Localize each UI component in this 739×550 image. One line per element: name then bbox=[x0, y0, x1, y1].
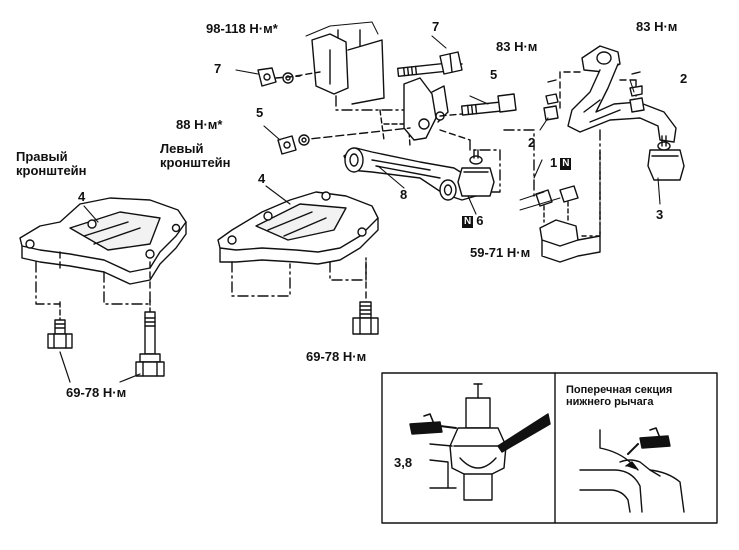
torque-69-78-left-label: 69-78 Н·м bbox=[66, 385, 127, 400]
new-part-badge-6: N bbox=[462, 216, 474, 228]
torque-83-right-label: 83 Н·м bbox=[636, 19, 678, 34]
upper-arm-3-drawing bbox=[559, 45, 685, 237]
arm-8-drawing bbox=[343, 129, 501, 201]
callout-4-right: 4 bbox=[78, 189, 86, 204]
callout-1-number: 1 bbox=[550, 155, 558, 170]
left-bracket-drawing bbox=[217, 191, 379, 305]
callout-2-left: 2 bbox=[528, 135, 536, 150]
torque-69-78-center-label: 69-78 Н·м bbox=[306, 349, 367, 364]
lower-mount-drawing bbox=[277, 77, 517, 155]
inset-caption: Поперечная секция нижнего рычага bbox=[566, 384, 673, 408]
left-bracket-bolt-drawing bbox=[352, 301, 379, 335]
right-bracket-title: Правый кронштейн bbox=[16, 149, 87, 178]
callout-4-left: 4 bbox=[258, 171, 266, 186]
callout-3-arm: 3 bbox=[656, 207, 664, 222]
upper-mount-drawing bbox=[257, 21, 463, 147]
callout-7-bolt: 7 bbox=[432, 19, 440, 34]
callout-5-nut: 5 bbox=[256, 105, 264, 120]
torque-83-left-label: 83 Н·м bbox=[496, 39, 538, 54]
left-bracket-title: Левый кронштейн bbox=[160, 141, 231, 170]
callout-2-right: 2 bbox=[680, 71, 688, 86]
new-part-badge-1: N bbox=[560, 158, 572, 170]
nuts-2-drawing bbox=[543, 71, 645, 121]
inset-callout-3-8: 3,8 bbox=[394, 455, 413, 470]
callout-7-nut: 7 bbox=[214, 61, 222, 76]
callout-5-bolt: 5 bbox=[490, 67, 498, 82]
torque-59-71-label: 59-71 Н·м bbox=[470, 245, 531, 260]
nut-bracket-drawing bbox=[503, 129, 601, 263]
leader-lines bbox=[83, 35, 661, 223]
callout-6-number: 6 bbox=[476, 213, 484, 228]
torque-98-118-label: 98-118 Н·м* bbox=[206, 21, 278, 36]
torque-88-label: 88 Н·м* bbox=[176, 117, 223, 132]
callout-8-arm: 8 bbox=[400, 187, 408, 202]
inset-box bbox=[381, 372, 718, 524]
right-bracket-drawing bbox=[19, 197, 187, 321]
right-bracket-bolts-drawing bbox=[47, 311, 165, 383]
